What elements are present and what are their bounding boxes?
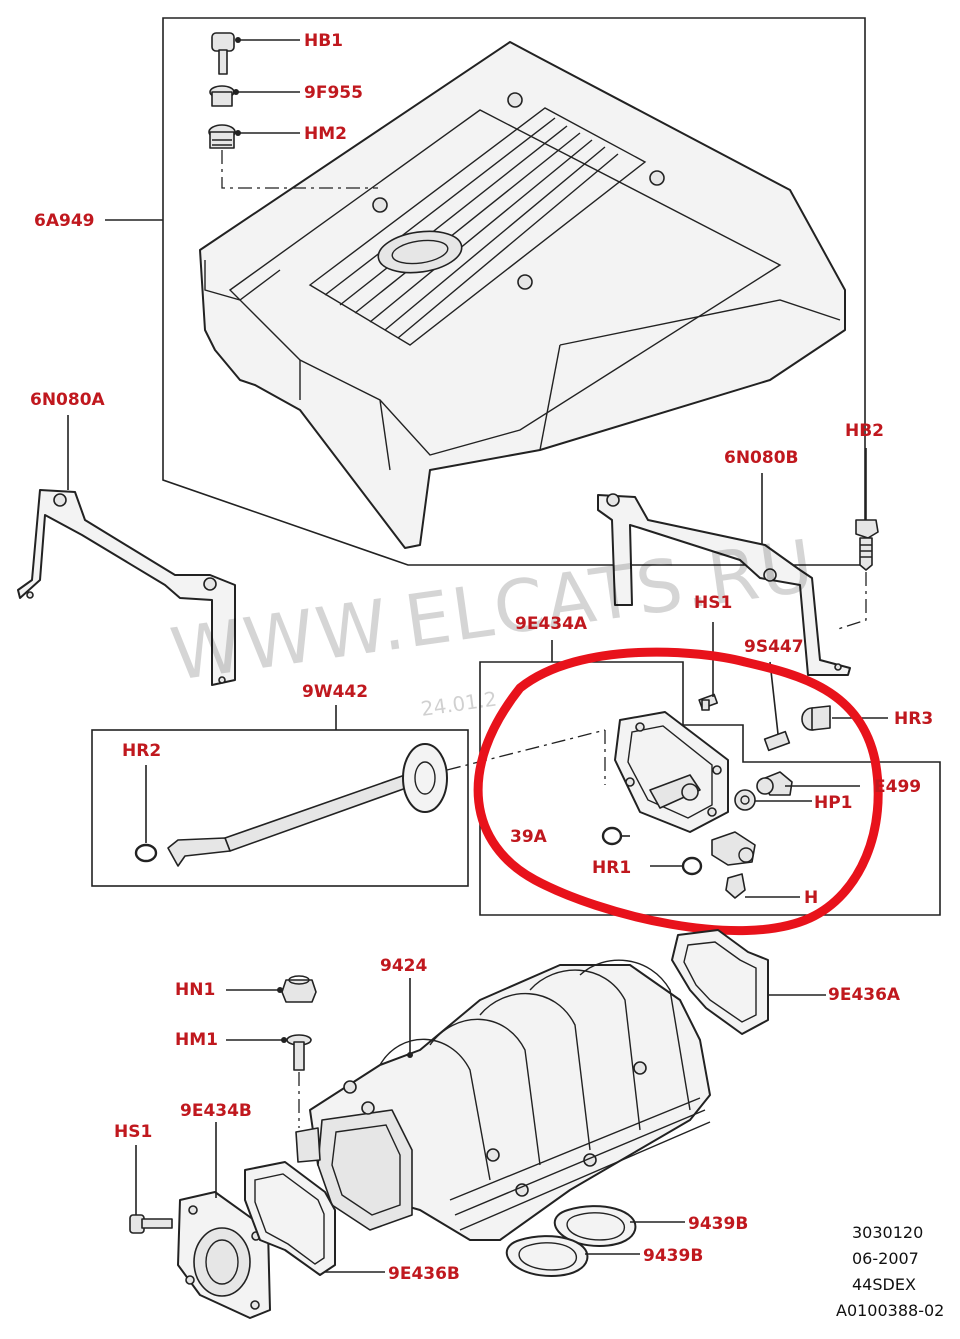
gasket-9e436b: [244, 1161, 336, 1276]
label-6a949: 6A949: [34, 211, 94, 231]
label-9w442: 9W442: [302, 682, 368, 702]
label-9f955: 9F955: [304, 83, 363, 103]
label-hr3: HR3: [894, 709, 933, 729]
tube-frame: [91, 729, 469, 887]
pcv-tube-group: [91, 705, 606, 887]
nut-hn1: [281, 975, 317, 1003]
cover-hole: [517, 274, 533, 290]
pcv-flange: [402, 743, 448, 813]
info-line-4: A0100388-02: [836, 1301, 944, 1320]
label-hb2: HB2: [845, 421, 884, 441]
seal-9439b: [505, 1205, 637, 1277]
connector-lower: [711, 831, 756, 866]
bolt-hb2: [834, 448, 879, 631]
info-line-1: 3030120: [852, 1223, 923, 1242]
cover-hole: [507, 92, 523, 108]
cover-lip: [204, 260, 281, 301]
label-hr2: HR2: [122, 741, 161, 761]
engine-cover-group: [105, 17, 866, 566]
cover-fastener-axis: [221, 150, 378, 189]
cover-side-edge: [539, 344, 561, 451]
label-h: H: [804, 888, 818, 908]
throttle-body-9e434b: [177, 1191, 271, 1319]
cover-top-face: [228, 109, 782, 456]
cover-frame: [162, 17, 866, 566]
pcv-tube: [224, 774, 410, 852]
clip-hr2: [134, 843, 158, 863]
bracket-6n080b: [597, 473, 851, 676]
mount-hm2: [208, 124, 236, 149]
label-9e436a: 9E436A: [828, 985, 901, 1005]
label-hn1: HN1: [175, 980, 215, 1000]
label-6n080b: 6N080B: [724, 448, 799, 468]
label-9439b-upper: 9439B: [688, 1214, 748, 1234]
label-9439b-lower: 9439B: [643, 1246, 703, 1266]
label-39a: 39A: [510, 827, 548, 847]
gasket-9e436a: [671, 929, 769, 1035]
info-line-3: 44SDEX: [852, 1275, 916, 1294]
label-hr1: HR1: [592, 858, 631, 878]
pcv-hose: [167, 837, 231, 867]
fitting-bottom: [725, 873, 746, 899]
label-hb1: HB1: [304, 31, 343, 51]
pin-9s447: [763, 730, 791, 752]
intake-manifold-9424: [295, 959, 711, 1241]
brand-badge-inner: [391, 239, 449, 265]
label-9e434a: 9E434A: [515, 614, 588, 634]
screw-hs1-bottom: [129, 1214, 173, 1234]
adapter-neck: [649, 774, 701, 809]
sleeve-hr3: [801, 705, 831, 731]
adapter-plate: [614, 711, 729, 833]
o-ring-9439a: [601, 826, 623, 846]
label-9s447: 9S447: [744, 637, 804, 657]
bolt-hb1: [211, 32, 235, 75]
manifold-stud-block: [295, 1127, 321, 1163]
label-9424: 9424: [380, 956, 427, 976]
bracket-6n080a: [17, 415, 236, 686]
fitting-e499: [756, 771, 793, 796]
cover-side: [559, 299, 841, 346]
label-hm2: HM2: [304, 124, 347, 144]
label-6n080a: 6N080A: [30, 390, 106, 410]
grommet-9f955: [209, 85, 235, 107]
label-e499: E499: [874, 777, 921, 797]
screw-hs1-top: [698, 693, 719, 711]
label-9e436b: 9E436B: [388, 1264, 460, 1284]
highlight-ellipse: [473, 647, 883, 936]
label-9e434b: 9E434B: [180, 1101, 252, 1121]
label-hm1: HM1: [175, 1030, 218, 1050]
label-hs1-bottom: HS1: [114, 1122, 152, 1142]
info-line-2: 06-2007: [852, 1249, 919, 1268]
cover-edge: [299, 360, 391, 471]
fitting-hp1: [734, 789, 756, 811]
cover-ribs: [308, 107, 647, 346]
stud-hm1: [286, 1034, 312, 1071]
label-hp1: HP1: [814, 793, 853, 813]
cover-hole: [372, 197, 388, 213]
cover-hole: [649, 170, 665, 186]
label-hs1-top: HS1: [694, 593, 732, 613]
o-ring-hr1: [681, 856, 703, 876]
engine-cover: [199, 41, 846, 549]
watermark-date: 24.01.2: [419, 687, 498, 721]
throttle-adapter-group: [479, 622, 941, 916]
